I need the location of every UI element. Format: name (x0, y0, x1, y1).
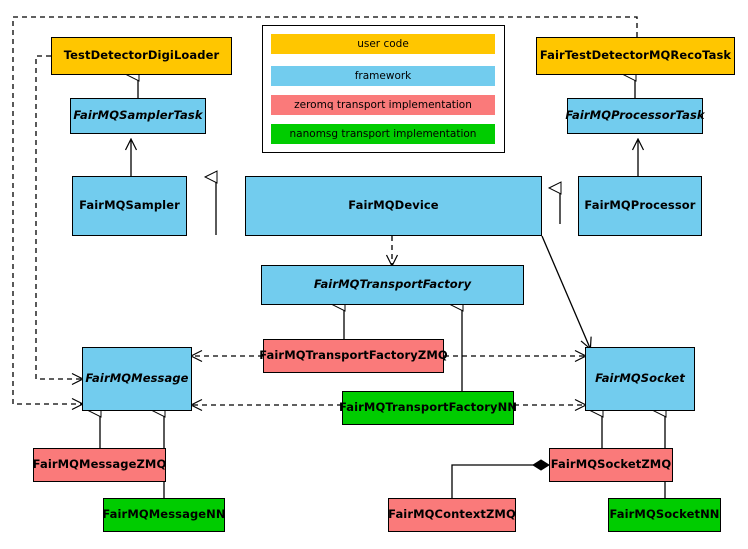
class-node-fairmqsocket[interactable]: FairMQSocket (585, 347, 695, 411)
legend-item-3: nanomsg transport implementation (271, 124, 495, 144)
class-node-fairmqdevice[interactable]: FairMQDevice (245, 176, 542, 236)
class-node-fairmqprocessortask[interactable]: FairMQProcessorTask (565, 98, 705, 134)
class-node-fairtestdetectormqrecotask[interactable]: FairTestDetectorMQRecoTask (536, 37, 735, 75)
class-node-fairmqmessage[interactable]: FairMQMessage (82, 347, 192, 411)
edge-contextzmq-socketzmq (451, 459, 550, 498)
legend-item-2: zeromq transport implementation (271, 95, 495, 115)
class-node-fairmqmessagezmq[interactable]: FairMQMessageZMQ (33, 448, 166, 482)
class-node-fairmqtransportfactorynn[interactable]: FairMQTransportFactoryNN (339, 391, 517, 425)
class-node-fairmqsamplertask[interactable]: FairMQSamplerTask (70, 98, 206, 134)
class-node-fairmqprocessor[interactable]: FairMQProcessor (578, 176, 702, 236)
class-node-fairmqsocketzmq[interactable]: FairMQSocketZMQ (549, 448, 673, 482)
class-node-fairmqtransportfactory[interactable]: FairMQTransportFactory (261, 265, 524, 305)
edge-device-socket (541, 235, 590, 348)
class-node-testdetectordigiloader[interactable]: TestDetectorDigiLoader (51, 37, 232, 75)
class-node-fairmqsampler[interactable]: FairMQSampler (72, 176, 187, 236)
legend-item-0: user code (271, 34, 495, 54)
legend-item-1: framework (271, 66, 495, 86)
class-node-fairmqsocketnn[interactable]: FairMQSocketNN (608, 498, 721, 532)
class-node-fairmqmessagenn[interactable]: FairMQMessageNN (102, 498, 226, 532)
class-node-fairmqcontextzmq[interactable]: FairMQContextZMQ (388, 498, 516, 532)
class-node-fairmqtransportfactoryzmq[interactable]: FairMQTransportFactoryZMQ (259, 339, 448, 373)
